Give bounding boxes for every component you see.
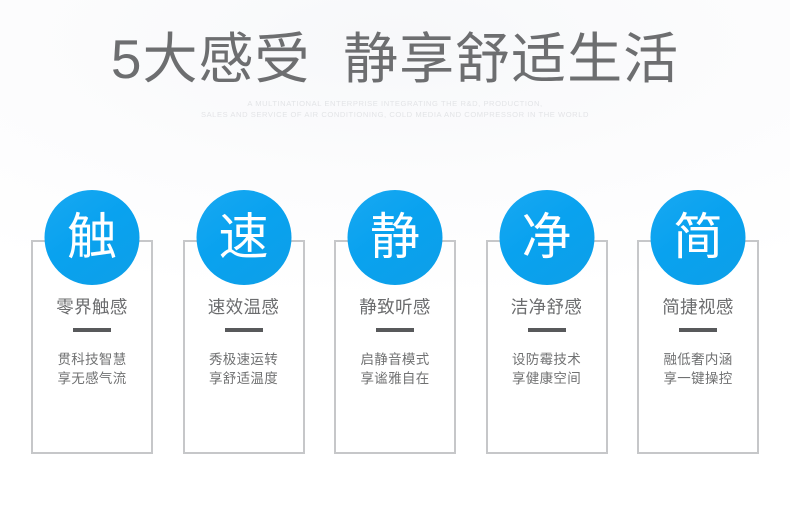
card-line-1: 秀极速运转 (209, 352, 278, 367)
feature-badge-circle: 静 (347, 190, 443, 285)
page-header: 5大感受 静享舒适生活 A MULTINATIONAL ENTERPRISE I… (0, 0, 790, 120)
subtitle-line-2: SALES AND SERVICE OF AIR CONDITIONING, C… (200, 109, 590, 119)
card-body: 静致听感 启静音模式 享谧雅自在 (334, 295, 456, 388)
card-description: 融低奢内涵 享一键操控 (637, 350, 759, 388)
card-title: 静致听感 (359, 297, 431, 317)
card-line-1: 设防霉技术 (512, 352, 581, 367)
card-title: 洁净舒感 (510, 297, 583, 317)
page-title: 5大感受 静享舒适生活 (110, 28, 680, 90)
feature-card: 触 零界触感 贯科技智慧 享无感气流 (31, 190, 153, 455)
card-body: 洁净舒感 设防霉技术 享健康空间 (486, 295, 608, 388)
card-title: 速效温感 (207, 297, 280, 317)
card-description: 秀极速运转 享舒适温度 (183, 350, 305, 388)
card-body: 简捷视感 融低奢内涵 享一键操控 (637, 295, 759, 388)
card-title: 简捷视感 (662, 297, 734, 317)
card-description: 贯科技智慧 享无感气流 (31, 350, 153, 388)
title-divider (73, 328, 111, 332)
feature-card-list: 触 零界触感 贯科技智慧 享无感气流 速 速效温感 秀极速运转 (31, 190, 759, 455)
badge-character: 简 (673, 208, 723, 265)
card-line-1: 启静音模式 (360, 352, 430, 367)
card-line-2: 享谧雅自在 (360, 371, 430, 386)
badge-character: 速 (218, 208, 269, 265)
badge-character: 触 (67, 208, 117, 265)
feature-badge-circle: 触 (44, 190, 140, 285)
feature-card: 净 洁净舒感 设防霉技术 享健康空间 (485, 190, 608, 455)
badge-character: 静 (370, 208, 420, 265)
card-line-2: 享一键操控 (663, 371, 733, 386)
card-body: 速效温感 秀极速运转 享舒适温度 (183, 295, 305, 388)
card-title: 零界触感 (56, 297, 128, 317)
card-line-2: 享健康空间 (512, 371, 581, 386)
feature-badge-circle: 速 (196, 190, 291, 285)
feature-badge-circle: 简 (650, 190, 746, 285)
card-line-2: 享无感气流 (57, 371, 127, 386)
badge-character: 净 (521, 208, 572, 265)
title-divider (376, 328, 414, 332)
card-description: 设防霉技术 享健康空间 (486, 350, 608, 388)
feature-badge-circle: 净 (499, 190, 594, 285)
card-line-1: 融低奢内涵 (663, 352, 733, 367)
card-line-2: 享舒适温度 (209, 371, 278, 386)
page-subtitle: A MULTINATIONAL ENTERPRISE INTEGRATING T… (0, 89, 790, 120)
subtitle-line-1: A MULTINATIONAL ENTERPRISE INTEGRATING T… (247, 98, 543, 108)
card-line-1: 贯科技智慧 (57, 352, 127, 367)
title-divider (224, 328, 263, 332)
card-body: 零界触感 贯科技智慧 享无感气流 (31, 295, 153, 388)
feature-card: 简 简捷视感 融低奢内涵 享一键操控 (637, 190, 759, 455)
title-divider (527, 328, 566, 332)
card-description: 启静音模式 享谧雅自在 (334, 350, 456, 388)
feature-card: 速 速效温感 秀极速运转 享舒适温度 (182, 190, 305, 455)
title-divider (679, 328, 717, 332)
feature-card: 静 静致听感 启静音模式 享谧雅自在 (334, 190, 456, 455)
